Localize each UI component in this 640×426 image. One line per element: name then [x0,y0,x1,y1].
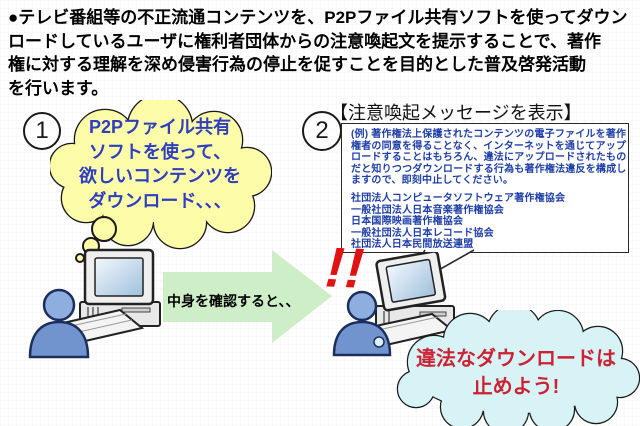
conclusion-line-2: 止めよう! [472,376,560,398]
step1-thought-line-2: ソフトを使って、 [88,141,232,162]
transition-arrow-label: 中身を確認すると、、 [167,293,300,309]
monitor-icon [83,248,155,306]
user1-computer-illustration [28,248,161,359]
step1-thought-line-1: P2Pファイル共有 [88,117,232,137]
intro-line-3: 権に対する理解を深め侵害行為の停止を促すことを目的とした普及啓発活動 [8,55,586,74]
step1-number-badge: 1 [23,112,61,150]
organization-4: 一般社団法人日本レコード協会 [351,227,494,239]
step1-thought-line-3: 欲しいコンテンツを [79,166,241,186]
organization-3: 日本国際映画著作権協会 [351,216,464,228]
user1-person-icon [28,288,90,359]
monitor-icon [375,252,447,312]
alert-message-header: 【注意喚起メッセージを表示】 [330,103,582,123]
step2-number: 2 [315,117,329,144]
conclusion-text: 違法なダウンロードは 止めよう! [400,345,632,401]
transition-arrow [163,250,332,343]
organization-1: 社団法人コンピュータソフトウェア著作権協会 [351,192,566,204]
conclusion-line-1: 違法なダウンロードは [416,348,616,370]
intro-paragraph: ●テレビ番組等の不正流通コンテンツを、P2Pファイル共有ソフトを使ってダウン ロ… [8,6,638,100]
alert-message-line-1: (例) 著作権法上保護されたコンテンツの電子ファイルを著作 [351,129,627,140]
rights-organizations-list: 社団法人コンピュータソフトウェア著作権協会 一般社団法人日本音楽著作権協会 日本… [351,193,620,251]
alert-message-line-3: ロードすることはもちろん、違法にアップロードされたもの [351,152,627,164]
intro-line-1: ●テレビ番組等の不正流通コンテンツを、P2Pファイル共有ソフトを使ってダウン [8,8,628,27]
step1-number: 1 [35,117,49,144]
user2-person-icon [332,290,392,357]
step1-thought-line-4: ダウンロード、、、 [88,190,232,211]
alert-message-line-5: ますので、即刻中止してください。 [351,175,514,187]
intro-line-2: ロードしているユーザに権利者団体からの注意喚起文を提示することで、著作 [8,31,601,51]
thought-cloud-yellow [50,100,272,263]
alert-message-line-4: だと知りつつダウンロードする行為も著作権法違反を構成し [351,163,627,175]
step1-thought-text: P2Pファイル共有 ソフトを使って、 欲しいコンテンツを ダウンロード、、、 [60,115,260,213]
organization-2: 一般社団法人日本音楽著作権協会 [351,204,504,216]
organization-5: 社団法人日本民間放送連盟 [351,239,474,251]
thought-cloud-cyan [396,310,640,426]
alert-message-box: (例) 著作権法上保護されたコンテンツの電子ファイルを著作 権者の同意を得ること… [341,123,629,253]
alert-message-line-2: 権者の同意を得ることなく、インターネットを通じてアップ [351,140,627,152]
alert-message-body: (例) 著作権法上保護されたコンテンツの電子ファイルを著作 権者の同意を得ること… [351,129,627,187]
intro-line-4: を行います。 [8,78,109,98]
